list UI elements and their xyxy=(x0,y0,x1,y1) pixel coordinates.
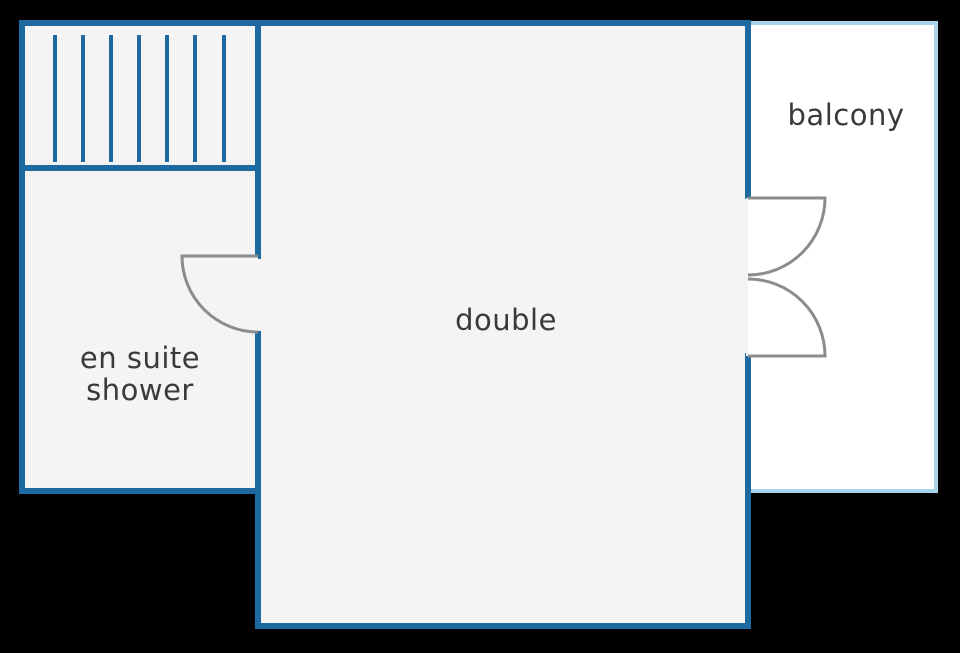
en-suite-label-line2: shower xyxy=(86,373,194,407)
en-suite-door[interactable] xyxy=(180,254,259,334)
walls xyxy=(19,20,751,629)
double-room[interactable] xyxy=(258,23,748,626)
double-label: double xyxy=(455,303,557,337)
en-suite-label-line1: en suite xyxy=(80,341,200,375)
balcony-door[interactable] xyxy=(746,196,827,358)
shower-tray xyxy=(53,35,226,162)
balcony-label: balcony xyxy=(788,98,905,132)
